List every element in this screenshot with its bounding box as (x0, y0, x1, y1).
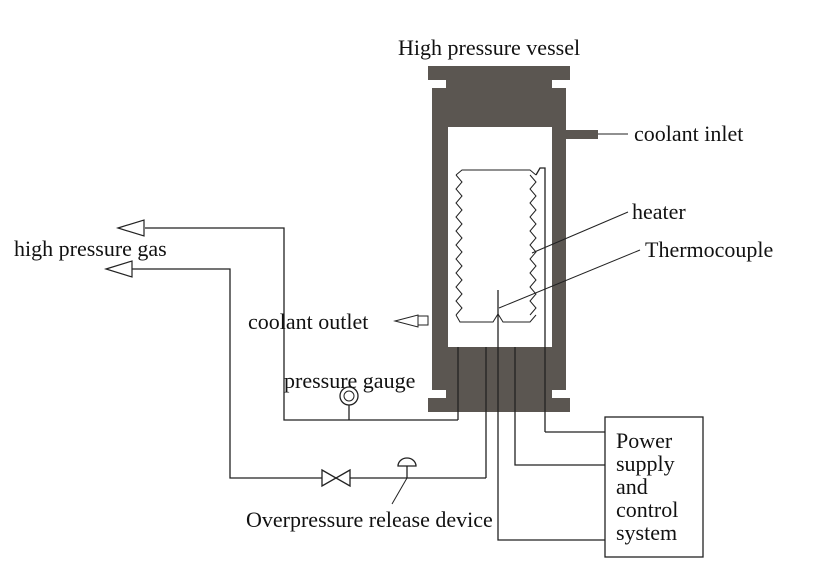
overpressure-release-symbol (391, 457, 417, 505)
vessel-top-cap (428, 66, 570, 80)
power-supply-line: control (616, 497, 678, 522)
bottom-leads (457, 347, 605, 541)
vessel-notch-br (552, 390, 566, 398)
vessel-notch-tr (552, 80, 566, 88)
heater-coil-right (529, 174, 537, 316)
gas-line-upper (115, 219, 458, 421)
vessel-bottom-cap (428, 398, 570, 412)
vessel-inner-chamber (448, 127, 552, 347)
vessel-notch-tl (432, 80, 446, 88)
coolant-inlet-label: coolant inlet (634, 121, 743, 146)
thermocouple-leader (498, 249, 641, 309)
power-supply-line: system (616, 520, 677, 545)
heater-coil-left (455, 174, 463, 316)
valve-symbol (321, 468, 351, 488)
heater-leader (531, 211, 629, 254)
coolant-outlet-label: coolant outlet (248, 309, 368, 334)
overpressure-release-label: Overpressure release device (246, 507, 493, 532)
pressure-gauge-label: pressure gauge (284, 368, 415, 393)
power-supply-label: Power supply and control system (616, 428, 684, 545)
coolant-inlet-pipe (566, 130, 598, 139)
heater-label: heater (632, 199, 686, 224)
vessel-notch-bl (432, 390, 446, 398)
high-pressure-vessel (417, 66, 598, 412)
coolant-outlet-nozzle (417, 315, 429, 326)
thermocouple-label: Thermocouple (645, 237, 773, 262)
gas-line-lower (103, 260, 486, 479)
pressure-gauge-symbol (339, 386, 359, 420)
power-supply-line: Power (616, 428, 673, 453)
gas-outlet-arrow-lower (103, 260, 133, 278)
power-supply-line: supply (616, 451, 675, 476)
high-pressure-gas-label: high pressure gas (14, 236, 167, 261)
power-supply-box (604, 416, 704, 558)
gas-outlet-arrow-upper (115, 219, 145, 237)
coolant-outlet-arrow (393, 314, 419, 328)
power-supply-line: and (616, 474, 648, 499)
vessel-title: High pressure vessel (398, 35, 580, 60)
